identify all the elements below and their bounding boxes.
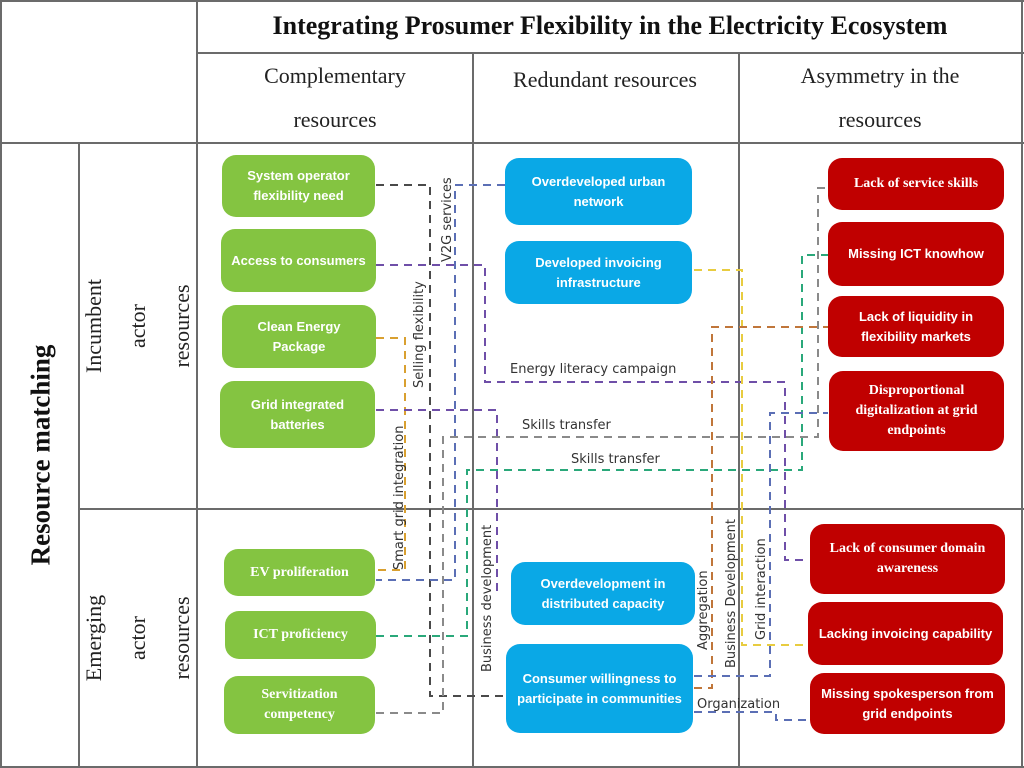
column-header-redundant: Redundant resources bbox=[513, 67, 697, 92]
label-selling-flexibility: Selling flexibility bbox=[412, 281, 427, 388]
node-overdevelopment-distributed-capacity[interactable]: Overdevelopment in distributed capacity bbox=[511, 562, 695, 625]
grid-line bbox=[0, 766, 1024, 768]
node-consumer-willingness[interactable]: Consumer willingness to participate in c… bbox=[506, 644, 693, 733]
node-lack-of-service-skills[interactable]: Lack of service skills bbox=[828, 158, 1004, 210]
row-group-label: Resource matching bbox=[25, 344, 56, 566]
node-missing-ict-knowhow[interactable]: Missing ICT knowhow bbox=[828, 222, 1004, 286]
grid-line bbox=[0, 0, 2, 768]
grid-line bbox=[0, 0, 1024, 2]
label-skills-transfer-2: Skills transfer bbox=[571, 452, 660, 467]
row-header-emerging: Emerging actor resources bbox=[81, 594, 194, 682]
node-disproportional-digitalization[interactable]: Disproportional digitalization at grid e… bbox=[829, 371, 1004, 451]
label-skills-transfer-1: Skills transfer bbox=[522, 418, 611, 433]
node-servitization-competency[interactable]: Servitization competency bbox=[224, 676, 375, 734]
grid-line bbox=[78, 142, 80, 768]
node-overdeveloped-urban-network[interactable]: Overdeveloped urban network bbox=[505, 158, 692, 225]
node-ict-proficiency[interactable]: ICT proficiency bbox=[225, 611, 376, 659]
label-v2g-services: V2G services bbox=[440, 177, 455, 262]
node-system-operator-flexibility-need[interactable]: System operator flexibility need bbox=[222, 155, 375, 217]
node-clean-energy-package[interactable]: Clean Energy Package bbox=[222, 305, 376, 368]
label-business-development-right: Business Development bbox=[724, 519, 739, 668]
node-lacking-invoicing-capability[interactable]: Lacking invoicing capability bbox=[808, 602, 1003, 665]
label-business-development-left: Business development bbox=[480, 524, 495, 672]
diagram-title: Integrating Prosumer Flexibility in the … bbox=[272, 11, 948, 40]
label-smart-grid-integration: Smart grid integration bbox=[392, 425, 407, 570]
row-header-incumbent: Incumbent actor resources bbox=[81, 278, 194, 374]
grid-line bbox=[472, 52, 474, 768]
column-header-asymmetry: Asymmetry in the resources bbox=[800, 63, 960, 132]
node-access-to-consumers[interactable]: Access to consumers bbox=[221, 229, 376, 292]
grid-line bbox=[196, 0, 198, 768]
label-aggregation: Aggregation bbox=[696, 570, 711, 650]
column-header-complementary: Complementary resources bbox=[264, 63, 406, 132]
label-energy-literacy: Energy literacy campaign bbox=[510, 362, 677, 377]
node-missing-spokesperson[interactable]: Missing spokesperson from grid endpoints bbox=[810, 673, 1005, 734]
grid-line bbox=[78, 508, 1024, 510]
label-organization: Organization bbox=[697, 697, 781, 712]
grid-line bbox=[1021, 0, 1023, 768]
node-grid-integrated-batteries[interactable]: Grid integrated batteries bbox=[220, 381, 375, 448]
node-lack-of-liquidity[interactable]: Lack of liquidity in flexibility markets bbox=[828, 296, 1004, 357]
row-group-header: Resource matching bbox=[2, 144, 78, 766]
label-grid-interaction: Grid interaction bbox=[754, 538, 769, 640]
grid-line bbox=[196, 52, 1024, 54]
node-ev-proliferation[interactable]: EV proliferation bbox=[224, 549, 375, 596]
grid-line bbox=[0, 142, 1024, 144]
node-developed-invoicing-infrastructure[interactable]: Developed invoicing infrastructure bbox=[505, 241, 692, 304]
node-lack-of-consumer-domain-awareness[interactable]: Lack of consumer domain awareness bbox=[810, 524, 1005, 594]
